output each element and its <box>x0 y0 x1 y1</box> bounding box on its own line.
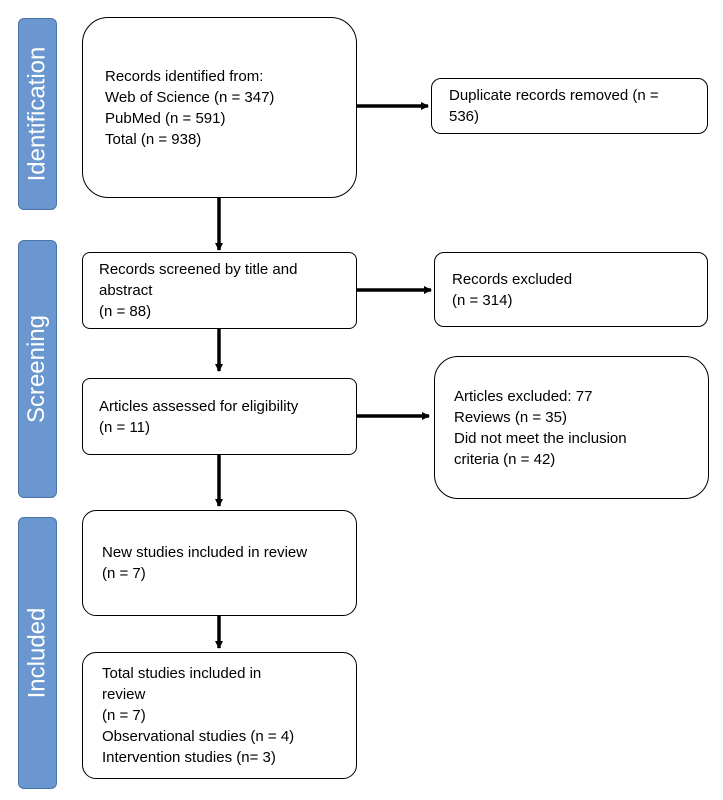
new-studies-text: New studies included in review (n = 7) <box>102 542 307 584</box>
stage-screening: Screening <box>18 240 57 498</box>
eligibility-assessed-line: Articles assessed for eligibility <box>99 397 299 415</box>
box-duplicates-removed: Duplicate records removed (n = 536) <box>431 78 708 134</box>
box-articles-excluded: Articles excluded: 77 Reviews (n = 35) D… <box>434 356 709 499</box>
total-studies-line: Total studies included in <box>102 665 262 682</box>
eligibility-assessed-text: Articles assessed for eligibility (n = 1… <box>99 396 298 438</box>
articles-excluded-line: Did not meet the inclusion <box>454 429 627 447</box>
duplicates-removed-line: Duplicate records removed (n = <box>449 87 659 104</box>
records-identified-line: Records identified from: <box>105 67 264 85</box>
box-new-studies: New studies included in review (n = 7) <box>82 510 357 616</box>
records-screened-line: abstract <box>99 282 153 299</box>
box-records-screened: Records screened by title and abstract (… <box>82 252 357 329</box>
articles-excluded-line: criteria (n = 42) <box>454 450 556 468</box>
box-records-excluded: Records excluded (n = 314) <box>434 252 708 327</box>
records-screened-line: Records screened by title and <box>99 261 298 278</box>
stage-identification: Identification <box>18 18 57 210</box>
stage-included: Included <box>18 517 57 789</box>
articles-excluded-text: Articles excluded: 77 Reviews (n = 35) D… <box>454 386 627 470</box>
box-total-studies: Total studies included in review (n = 7)… <box>82 652 357 779</box>
box-records-identified: Records identified from: Web of Science … <box>82 17 357 198</box>
new-studies-line: New studies included in review <box>102 544 308 561</box>
articles-excluded-line: Articles excluded: 77 <box>454 387 593 405</box>
total-studies-text: Total studies included in review (n = 7)… <box>102 663 294 768</box>
box-eligibility-assessed: Articles assessed for eligibility (n = 1… <box>82 378 357 455</box>
new-studies-line: (n = 7) <box>102 565 146 582</box>
records-screened-line: (n = 88) <box>99 303 152 320</box>
total-studies-line: review <box>102 686 146 703</box>
articles-excluded-line: Reviews (n = 35) <box>454 408 567 426</box>
records-screened-text: Records screened by title and abstract (… <box>99 259 297 322</box>
total-studies-line: (n = 7) <box>102 707 146 724</box>
records-excluded-line: (n = 314) <box>452 291 513 309</box>
records-identified-line: PubMed (n = 591) <box>105 109 226 127</box>
duplicates-removed-text: Duplicate records removed (n = 536) <box>449 85 659 127</box>
records-excluded-line: Records excluded <box>452 270 573 288</box>
total-studies-line: Intervention studies (n= 3) <box>102 749 276 766</box>
records-excluded-text: Records excluded (n = 314) <box>452 269 572 311</box>
total-studies-line: Observational studies (n = 4) <box>102 728 295 745</box>
duplicates-removed-line: 536) <box>449 108 480 125</box>
records-identified-line: Web of Science (n = 347) <box>105 88 275 106</box>
eligibility-assessed-line: (n = 11) <box>99 418 150 436</box>
records-identified-text: Records identified from: Web of Science … <box>105 66 274 150</box>
records-identified-line: Total (n = 938) <box>105 130 202 148</box>
